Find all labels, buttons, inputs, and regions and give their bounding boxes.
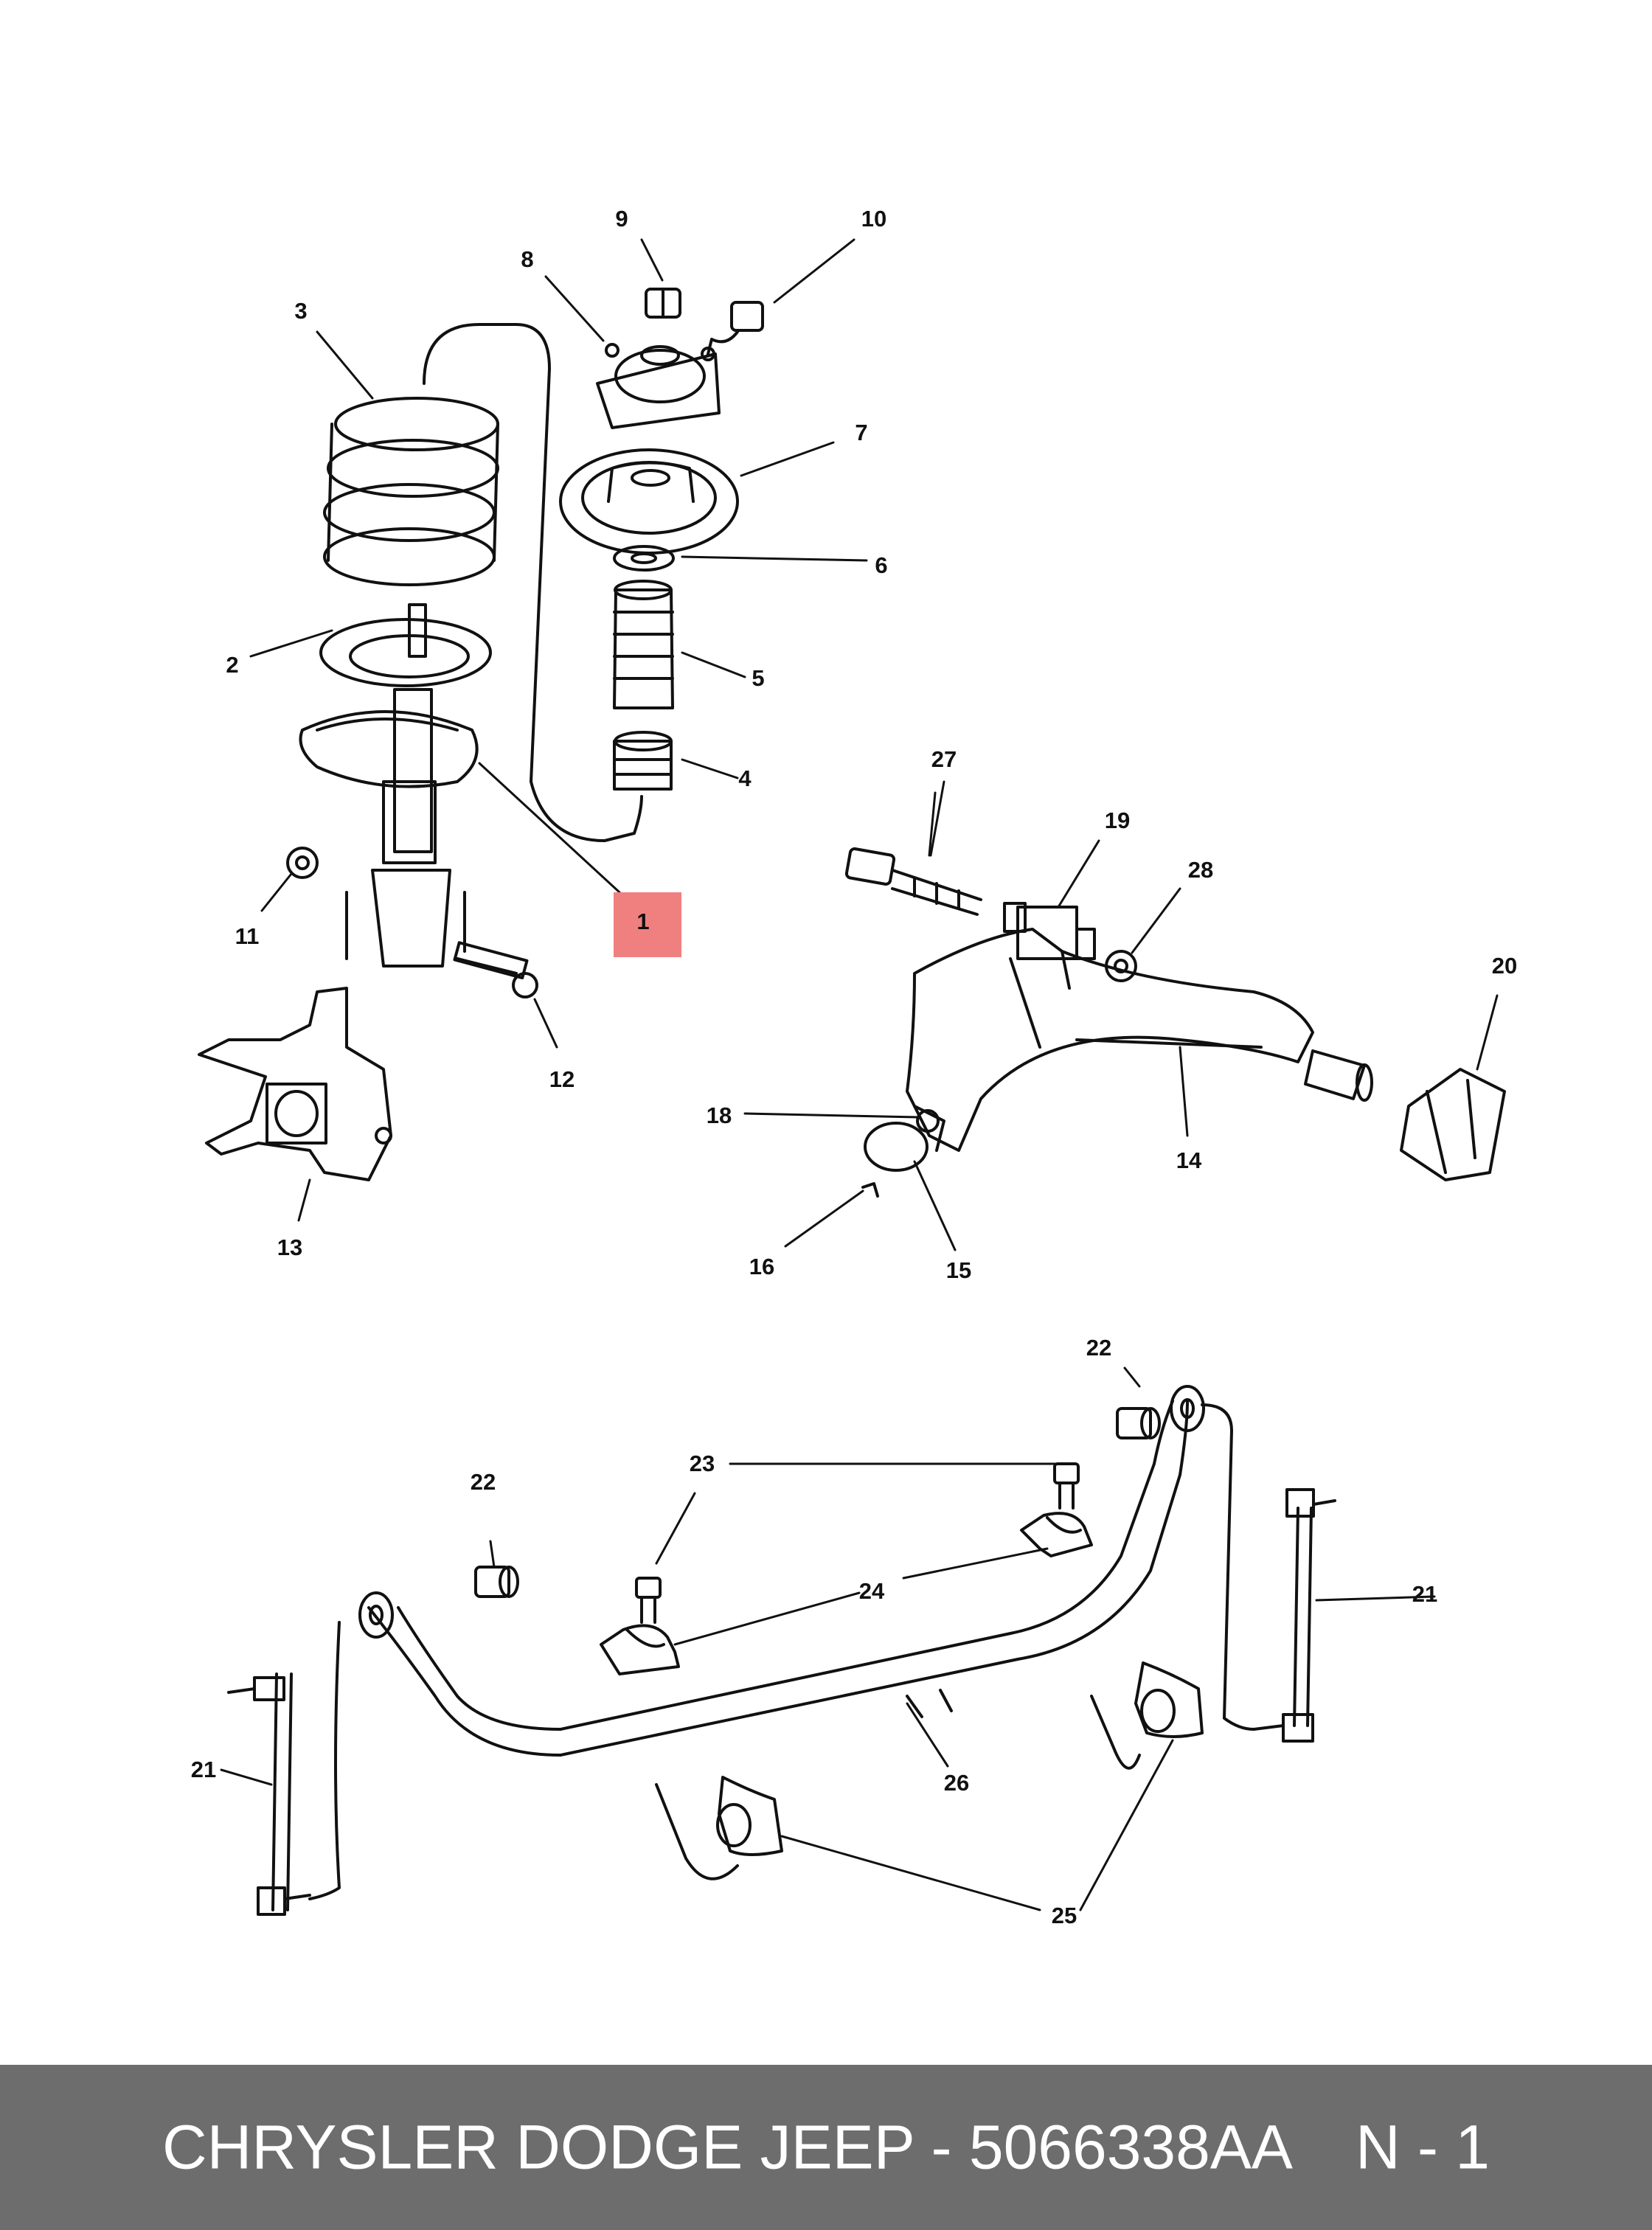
callout-7: 7 xyxy=(855,420,867,445)
clamp-right xyxy=(1020,1512,1093,1557)
mount-nut xyxy=(645,288,681,319)
callout-15: 15 xyxy=(946,1257,971,1283)
mount-bearing xyxy=(559,448,739,555)
callout-6: 6 xyxy=(875,552,887,578)
stabilizer-bar xyxy=(367,1400,1189,1757)
callout-25: 25 xyxy=(1052,1903,1077,1928)
callout-5: 5 xyxy=(752,665,764,691)
callout-14: 14 xyxy=(1176,1147,1202,1173)
arm-nut xyxy=(1105,950,1137,982)
callout-3: 3 xyxy=(294,298,307,324)
callout-4: 4 xyxy=(738,765,752,791)
arm-bushing-sleeve xyxy=(1304,1049,1373,1102)
leader-lines xyxy=(220,238,1499,1911)
assembly-bracket-line xyxy=(423,323,643,842)
parts-diagram: 1 2 3 4 5 6 7 8 9 10 11 12 13 14 15 16 1… xyxy=(191,206,1517,1928)
callout-22-left: 22 xyxy=(471,1469,496,1495)
callout-10: 10 xyxy=(861,206,886,232)
clamp-left xyxy=(600,1624,680,1675)
callout-19: 19 xyxy=(1105,807,1130,833)
callout-12: 12 xyxy=(549,1066,575,1092)
callout-8: 8 xyxy=(521,246,533,272)
bar-end-eye-left xyxy=(358,1591,394,1639)
callout-23: 23 xyxy=(690,1451,715,1476)
bar-bushing-right xyxy=(1090,1661,1204,1770)
callout-13: 13 xyxy=(277,1234,302,1260)
cotter-pin xyxy=(861,1182,879,1198)
lower-spring-seat xyxy=(299,710,479,788)
callout-2: 2 xyxy=(226,652,238,678)
callout-24: 24 xyxy=(859,1578,885,1604)
bar-nut-left xyxy=(474,1566,519,1598)
ball-joint xyxy=(864,1105,945,1172)
spring-seat xyxy=(319,603,492,687)
callout-1-highlight xyxy=(614,892,681,957)
link-left xyxy=(227,1621,341,1916)
control-arm-bolt xyxy=(844,847,982,916)
footer-title: CHRYSLER DODGE JEEP - 5066338AA xyxy=(162,2112,1293,2182)
callouts: 1 2 3 4 5 6 7 8 9 10 11 12 13 14 15 16 1… xyxy=(191,206,1517,1928)
mount-stud-nut xyxy=(707,301,764,355)
callout-21-left: 21 xyxy=(191,1757,216,1782)
strut-mount xyxy=(596,343,721,429)
footer-bar: CHRYSLER DODGE JEEP - 5066338AA N - 1 xyxy=(0,2065,1652,2230)
callout-21-right: 21 xyxy=(1412,1581,1437,1607)
strut-nut xyxy=(286,847,319,879)
bar-end-eye-right xyxy=(1170,1385,1205,1432)
callout-11: 11 xyxy=(235,923,260,949)
clamp-bolt-left xyxy=(635,1577,662,1624)
dust-boot xyxy=(613,580,674,709)
washer xyxy=(613,545,675,572)
steering-knuckle xyxy=(198,987,392,1181)
callout-16: 16 xyxy=(749,1254,774,1279)
callout-26: 26 xyxy=(944,1770,969,1796)
callout-27: 27 xyxy=(931,746,957,772)
clamp-bolt-right xyxy=(1053,1462,1080,1510)
bar-bushing-left xyxy=(655,1776,783,1880)
jounce-bumper xyxy=(613,731,673,791)
callout-1: 1 xyxy=(636,909,649,934)
callout-22-right: 22 xyxy=(1086,1335,1111,1361)
bar-nut-right xyxy=(1116,1407,1161,1439)
footer-reference: N - 1 xyxy=(1356,2112,1490,2182)
callout-18: 18 xyxy=(707,1102,732,1128)
arm-bushing xyxy=(1400,1068,1506,1181)
strut-body xyxy=(345,688,466,968)
coil-spring xyxy=(323,397,499,586)
callout-28: 28 xyxy=(1188,857,1213,883)
strut-bolt xyxy=(453,941,538,998)
callout-20: 20 xyxy=(1492,953,1517,979)
link-right xyxy=(1201,1403,1336,1743)
control-arm xyxy=(906,902,1314,1152)
callout-9: 9 xyxy=(615,206,628,232)
